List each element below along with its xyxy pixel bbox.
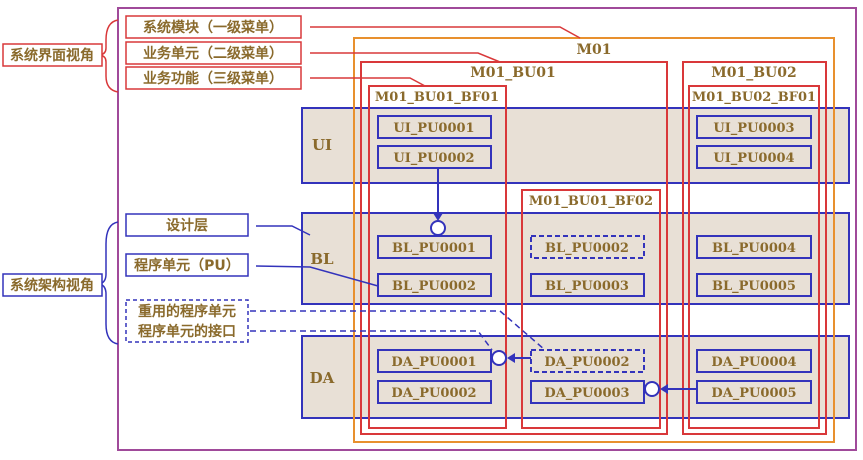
pu-box[interactable] xyxy=(377,235,492,259)
interface-circle-icon xyxy=(491,350,507,366)
pu-label: DA_PU0004 xyxy=(711,355,796,370)
bu02-bf01-frame xyxy=(688,85,820,429)
pu-label: BL_PU0004 xyxy=(712,241,796,256)
menu-legend-bf: 业务功能（三级菜单） xyxy=(143,70,283,87)
menu-legend-box-1 xyxy=(125,15,302,39)
leader-design-layer xyxy=(256,225,311,236)
leader-pu-interface xyxy=(250,330,493,351)
ui-view-label: 系统界面视角 xyxy=(10,47,94,64)
reused-pu-box[interactable] xyxy=(530,235,645,259)
bu01-frame xyxy=(360,61,668,435)
pu-box[interactable] xyxy=(696,349,812,373)
layer-label-bl: BL xyxy=(310,250,334,268)
pu-box[interactable] xyxy=(377,273,492,297)
bu01-title: M01_BU01 xyxy=(470,65,556,81)
pu-label: BL_PU0001 xyxy=(392,241,476,256)
module-frame xyxy=(353,37,835,443)
menu-legend-module: 系统模块（一级菜单） xyxy=(143,19,283,36)
arrowhead-icon xyxy=(507,353,515,363)
pu-label: BL_PU0002 xyxy=(392,279,476,294)
pu-box[interactable] xyxy=(377,145,492,169)
design-layer-label: 设计层 xyxy=(166,217,208,234)
pu-label: DA_PU0001 xyxy=(391,355,476,370)
pu-box[interactable] xyxy=(696,115,812,139)
outer-frame xyxy=(117,7,857,451)
menu-legend-bu: 业务单元（二级菜单） xyxy=(143,45,283,62)
pu-box[interactable] xyxy=(377,380,492,404)
interface-circle-icon xyxy=(430,220,446,236)
reused-legend-box xyxy=(125,299,249,343)
arch-view-label-box xyxy=(2,273,103,297)
pu-box[interactable] xyxy=(696,380,812,404)
pu-box[interactable] xyxy=(530,273,645,297)
pu-label: BL_PU0005 xyxy=(712,279,796,294)
arch-view-label: 系统架构视角 xyxy=(10,277,94,294)
pu-box[interactable] xyxy=(530,380,645,404)
pu-label: DA_PU0005 xyxy=(711,386,796,401)
reused-pu-label: 重用的程序单元 xyxy=(138,303,236,320)
leader-bu xyxy=(310,52,501,63)
layer-label-da: DA xyxy=(310,369,335,387)
leader-program-unit xyxy=(255,265,379,287)
pu-box[interactable] xyxy=(696,273,812,297)
bf01-title: M01_BU01_BF01 xyxy=(375,90,499,105)
design-layer-box xyxy=(125,213,249,237)
module-title: M01 xyxy=(577,42,612,58)
pu-label: DA_PU0003 xyxy=(544,386,629,401)
pu-label: DA_PU0002 xyxy=(391,386,476,401)
pu-box[interactable] xyxy=(696,145,812,169)
leader-module xyxy=(310,26,581,39)
bf01-frame xyxy=(368,85,507,429)
bf02-frame xyxy=(521,189,661,429)
interface-circle-icon xyxy=(644,381,660,397)
pu-interface-label: 程序单元的接口 xyxy=(138,323,236,340)
pu-box[interactable] xyxy=(377,115,492,139)
pu-label: UI_PU0002 xyxy=(393,151,474,166)
leader-bf xyxy=(310,77,426,87)
program-unit-box xyxy=(125,253,249,277)
bu02-title: M01_BU02 xyxy=(711,65,797,81)
program-unit-label: 程序单元（PU） xyxy=(134,257,240,274)
menu-legend-box-2 xyxy=(125,41,302,65)
arrowhead-icon xyxy=(660,384,668,394)
bu02-bf01-title: M01_BU02_BF01 xyxy=(692,90,816,105)
reused-pu-box[interactable] xyxy=(530,349,645,373)
pu-label: BL_PU0003 xyxy=(545,279,629,294)
pu-label: BL_PU0002 xyxy=(545,241,629,256)
pu-label: UI_PU0003 xyxy=(713,121,794,136)
bf02-title: M01_BU01_BF02 xyxy=(529,194,653,209)
menu-legend-box-3 xyxy=(125,66,302,90)
pu-label: UI_PU0004 xyxy=(713,151,794,166)
leader-reused-pu xyxy=(250,310,546,351)
ui-view-label-box xyxy=(2,43,103,67)
pu-label: DA_PU0002 xyxy=(544,355,629,370)
pu-box[interactable] xyxy=(377,349,492,373)
bu02-frame xyxy=(682,61,827,435)
layer-label-ui: UI xyxy=(312,136,332,154)
arrowhead-icon xyxy=(433,213,443,221)
pu-box[interactable] xyxy=(696,235,812,259)
layer-band-da xyxy=(301,335,850,419)
pu-label: UI_PU0001 xyxy=(393,121,474,136)
